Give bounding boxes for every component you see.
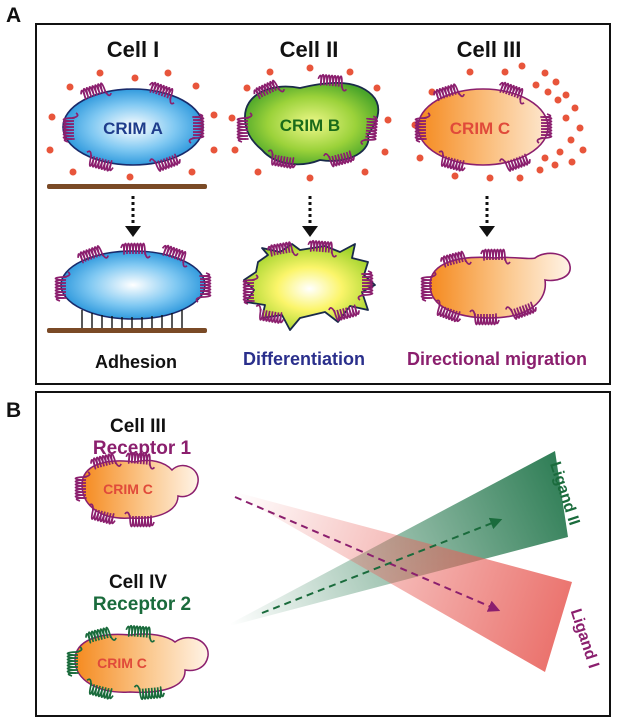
ligand-dots-cell-1 — [46, 69, 218, 181]
dotted-arrows — [131, 196, 489, 226]
cell-3-b-title: Cell III — [110, 416, 166, 437]
panel-a-letter: A — [6, 4, 21, 27]
ligand-1-label: Ligand I — [567, 607, 602, 671]
substrate-top — [47, 184, 207, 189]
cell-4-crim: CRIM C — [97, 655, 147, 671]
cell-3-b-crim: CRIM C — [103, 481, 153, 497]
panel-b: B Ligand II Ligand I Cell III Receptor 1… — [6, 391, 611, 717]
crim-a-label: CRIM A — [103, 119, 163, 138]
panel-b-frame — [35, 391, 611, 717]
outcome-adhesion: Adhesion — [95, 352, 177, 372]
cell-4-body — [74, 633, 209, 694]
receptor-2-label: Receptor 2 — [93, 594, 191, 615]
outcome-differentiation: Differentiation — [243, 349, 365, 369]
arrow-heads — [125, 226, 495, 237]
cell-1-title: Cell I — [107, 37, 160, 62]
receptor-1-label: Receptor 1 — [93, 438, 192, 459]
arrow-receptor-2-to-ligand-2 — [261, 517, 503, 614]
panel-b-letter: B — [6, 399, 21, 422]
cell-4-title: Cell IV — [109, 572, 167, 593]
cell-2-differentiated — [243, 243, 376, 331]
cell-2-body — [244, 81, 380, 166]
ligand-1-gradient — [228, 490, 572, 672]
crim-b-label: CRIM B — [280, 116, 340, 135]
cell-2-title: Cell II — [280, 37, 339, 62]
panel-a-frame — [35, 23, 611, 385]
adhesion-anchors — [81, 310, 183, 328]
substrate-bottom — [47, 328, 207, 333]
outcome-directional-migration: Directional migration — [407, 349, 587, 369]
cell-3-title: Cell III — [457, 37, 522, 62]
panel-a: A Cell I Cell II Cell III — [6, 4, 611, 385]
ligand-dots-cell-2 — [228, 64, 392, 182]
crim-c-label: CRIM C — [450, 119, 510, 138]
